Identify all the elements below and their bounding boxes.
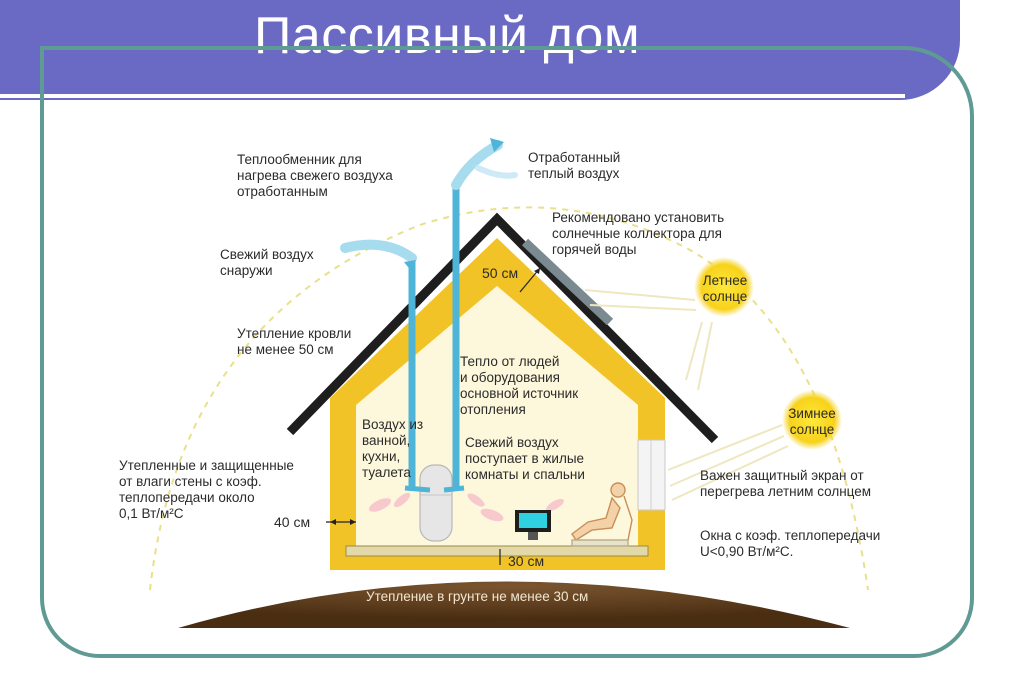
sun-path-arc [149,206,869,591]
label-wall-dimension: 40 см [274,514,311,530]
solar-collector [521,238,614,326]
label-solar-collector: Рекомендовано установить солнечные колле… [552,210,725,257]
label-winter-sun: Зимнее солнце [788,406,836,437]
label-fresh-air-in: Свежий воздух поступает в жилые комнаты … [465,435,585,482]
roof [286,212,719,444]
label-roof-insulation: Утепление кровли не менее 50 см [237,326,352,357]
title-underline [0,94,905,98]
label-air-from-rooms: Воздух из ванной, кухни, туалета [362,417,424,480]
label-ground-insulation: Утепление в грунте не менее 30 см [366,589,589,604]
slide-title: Пассивный дом [254,7,641,65]
label-sun-screen: Важен защитный экран от перегрева летним… [700,468,872,499]
fresh-air-arrow [340,239,417,263]
ground-mound [178,581,850,628]
label-windows: Окна с коэф. теплопередачи U<0,90 Вт/м²С… [700,528,881,559]
label-exhaust-air: Отработанный теплый воздух [528,150,621,181]
tv-icon [515,510,551,540]
label-roof-dimension: 50 см [482,265,519,281]
label-floor-dimension: 30 см [508,553,545,569]
content-panel [40,46,974,658]
summer-sun-icon [694,257,754,317]
title-banner [0,0,960,100]
label-summer-sun: Летнее солнце [702,273,748,304]
exhaust-air-arrow [451,140,503,190]
label-walls: Утепленные и защищенные от влаги стены с… [119,458,294,521]
person-icon [571,482,633,547]
winter-sun-icon [782,390,842,450]
heat-exchanger-unit [419,464,453,542]
floor-slab [345,545,649,557]
label-fresh-air-outside: Свежий воздух снаружи [220,247,314,278]
label-heat-exchanger: Теплообменник для нагрева свежего воздух… [237,152,393,199]
label-heat-from-people: Тепло от людей и оборудования основной и… [460,354,579,417]
